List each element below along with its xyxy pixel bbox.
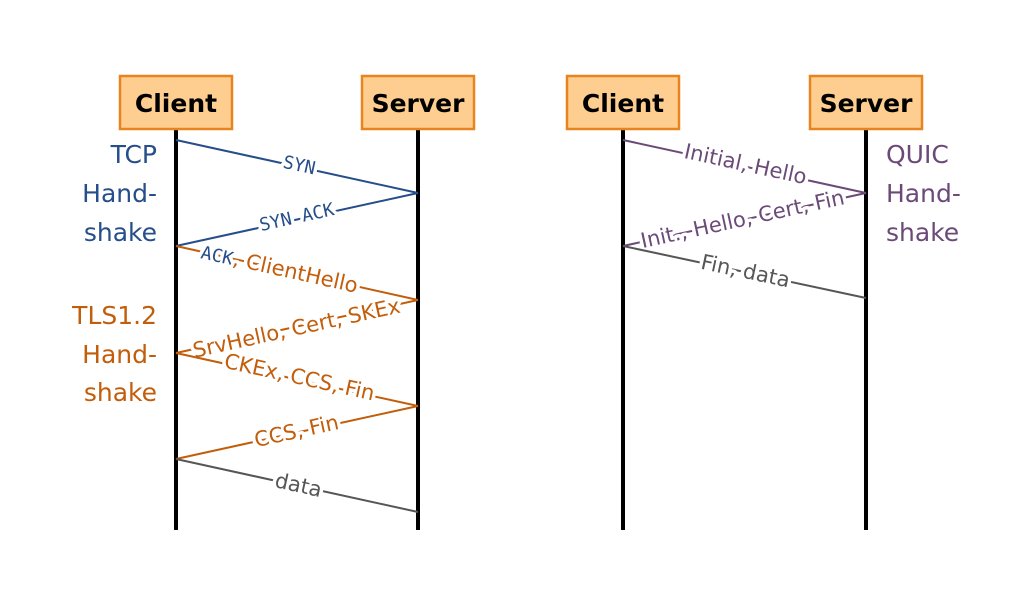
msg-fin-data-label: Fin, data (699, 250, 792, 292)
left-client-box: Client (118, 74, 234, 131)
tls-handshake-label: TLS1.2 Hand- shake (71, 301, 157, 407)
msg-ack-clienthello: ACK, ClientHello (175, 239, 419, 301)
msg-server-hello-label: SrvHello, Cert, SKEx (191, 294, 403, 363)
msg-syn-label: SYN (281, 152, 317, 179)
msg-server-hello: SrvHello, Cert, SKEx (175, 290, 419, 366)
msg-syn: SYN (175, 139, 419, 194)
msg-ack-clienthello-label: ACK, ClientHello (199, 239, 360, 297)
msg-data-left: data (175, 458, 419, 513)
msg-data-left-label: data (273, 468, 324, 502)
right-server-box: Server (808, 74, 924, 131)
left-client-label: Client (135, 89, 217, 118)
right-client-box: Client (565, 74, 681, 131)
quic-label-line-2: Hand- (886, 179, 961, 208)
msg-ccs-fin-label: CCS, Fin (252, 410, 341, 452)
msg-init-reply: Init., Hello, Cert, Fin (622, 182, 867, 257)
msg-client-key-label: CKEx, CCS, Fin (222, 349, 377, 405)
right-client-label: Client (582, 89, 664, 118)
tcp-tls-diagram: Client Server TCP Hand- shake TLS1.2 Han… (71, 74, 476, 530)
msg-syn-ack: SYN ACK (175, 192, 419, 247)
msg-ccs-fin: CCS, Fin (175, 405, 419, 460)
msg-syn-ack-label: SYN ACK (258, 199, 337, 236)
tcp-label-line-1: TCP (110, 140, 157, 169)
msg-clienthello-label: , ClientHello (231, 247, 361, 298)
right-server-label: Server (820, 89, 914, 118)
left-server-label: Server (372, 89, 466, 118)
msg-initial: Initial, Hello (622, 136, 867, 194)
tls-label-line-1: TLS1.2 (71, 301, 157, 330)
tls-label-line-2: Hand- (82, 340, 157, 369)
tcp-label-line-3: shake (84, 218, 157, 247)
quic-diagram: Client Server QUIC Hand- shake Initial, … (565, 74, 961, 530)
quic-label-line-1: QUIC (886, 140, 949, 169)
left-server-box: Server (360, 74, 476, 131)
tcp-handshake-label: TCP Hand- shake (82, 140, 157, 247)
quic-label-line-3: shake (886, 218, 959, 247)
quic-handshake-label: QUIC Hand- shake (886, 140, 961, 247)
msg-init-reply-label: Init., Hello, Cert, Fin (638, 185, 846, 253)
msg-fin-data: Fin, data (622, 245, 867, 299)
tcp-label-line-2: Hand- (82, 179, 157, 208)
msg-initial-label: Initial, Hello (682, 139, 809, 189)
msg-ack-label: ACK (199, 242, 235, 270)
tls-label-line-3: shake (84, 378, 157, 407)
